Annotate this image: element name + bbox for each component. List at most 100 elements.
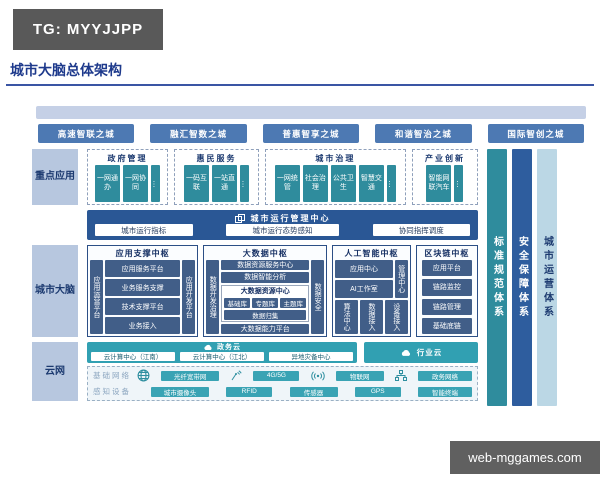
system-pillars: 标准规范体系 安全保障体系 城市运营体系: [487, 149, 557, 406]
hub-row: 业务服务支撑: [105, 279, 181, 296]
hub-cell: 设备接入: [384, 300, 408, 334]
side-label-cloud: 云网: [32, 342, 78, 401]
hub-big-data: 大数据中枢 数据开发治理 数据资源服务中心 数据智能分析 大数据资源中心: [203, 245, 328, 337]
hub-title: 人工智能中枢: [344, 249, 399, 258]
hub-title: 应用支撑中枢: [115, 249, 170, 258]
app-cell: 社会治理: [302, 165, 328, 202]
hub-row: 链路管理: [421, 298, 472, 315]
city-goal: 和谐智治之城: [375, 124, 472, 143]
smart-city-goals-row: 高速智联之城 融汇智数之城 普惠智享之城 和谐智治之城 国际智创之城: [38, 124, 585, 143]
hub-cell: 数据接入: [360, 300, 383, 334]
mgmt-item: 协同指挥调度: [372, 224, 470, 236]
site-watermark: web-mggames.com: [450, 441, 600, 474]
hub-app-support: 应用支撑中枢 应用运营平台 应用服务平台 业务服务支撑 技术支撑平台 业务接入 …: [87, 245, 199, 337]
sub-box-title: 大数据资源中心: [240, 287, 290, 295]
device-item: 城市摄像头: [151, 386, 209, 397]
group-title: 政府管理: [107, 154, 148, 163]
hub-cell: 算法中心: [335, 300, 359, 334]
group-title: 惠民服务: [196, 154, 237, 163]
data-gather-bar: 数据归集: [224, 309, 307, 320]
mgmt-center-title: 城市运行管理中心: [250, 213, 331, 223]
tree-icon: [394, 370, 407, 381]
operation-management-bar: 城市运行管理中心 城市运行指标 城市运行态势感知 协同指挥调度: [87, 210, 478, 240]
hub-title: 大数据中枢: [242, 249, 288, 258]
hub-title: 区块链中枢: [424, 249, 470, 258]
network-item: 4G/5G: [253, 370, 300, 381]
top-strip-bar: [36, 106, 586, 119]
app-cell: 公共卫生: [330, 165, 356, 202]
page-title: 城市大脑总体架构: [10, 62, 122, 78]
cloud-icon: [400, 349, 412, 357]
network-item: 政务网络: [417, 370, 472, 381]
cloud-center: 异地灾备中心: [269, 351, 354, 361]
side-label-brain: 城市大脑: [32, 245, 78, 337]
group-civic-service: 惠民服务 一码互联 一站直通 …: [174, 149, 259, 205]
app-cell: 一码互联: [183, 165, 209, 202]
hub-row: AI工作室: [335, 280, 393, 299]
network-item: 物联网: [335, 370, 384, 381]
group-title: 产业创新: [424, 154, 465, 163]
hub-side-bar: 数据开发治理: [206, 260, 220, 334]
app-cell: 智慧交通: [358, 165, 384, 202]
hub-side-bar: 管理中心: [394, 260, 408, 299]
device-item: 智能终端: [418, 386, 472, 397]
hub-row: 应用服务平台: [105, 260, 181, 277]
app-cell: 一站直通: [211, 165, 237, 202]
data-resource-center: 大数据资源中心 基础库 专题库 主题库 数据归集: [221, 284, 310, 322]
pillar-security: 安全保障体系: [512, 149, 532, 406]
device-item: GPS: [354, 386, 401, 397]
hub-row: 链路监控: [421, 279, 472, 296]
hub-row: 基础底链: [421, 317, 472, 334]
window-icon: [234, 213, 245, 223]
side-spacer: [32, 210, 78, 240]
hub-ai: 人工智能中枢 应用中心 AI工作室 管理中心: [332, 245, 411, 337]
network-sensing-box: 基础网络 光纤宽带网 4G/5G: [87, 366, 478, 401]
ellipsis-cell: …: [454, 165, 464, 202]
hub-blockchain: 区块链中枢 应用平台 链路监控 链路管理 基础底链: [415, 245, 478, 337]
app-cell: 智能网联汽车: [426, 165, 452, 202]
library-cell: 专题库: [252, 297, 279, 308]
architecture-diagram: 高速智联之城 融汇智数之城 普惠智享之城 和谐智治之城 国际智创之城 重点应用 …: [32, 106, 590, 406]
network-row-label: 基础网络: [93, 371, 131, 380]
ellipsis-cell: …: [386, 165, 396, 202]
cloud-icon: [203, 344, 213, 351]
hub-row: 大数据能力平台: [221, 323, 310, 334]
cloud-network-band: 云网 政务云 云计算中心（江南: [32, 342, 478, 401]
hub-row: 应用平台: [421, 260, 472, 277]
hub-row: 技术支撑平台: [105, 298, 181, 315]
ellipsis-cell: …: [151, 165, 160, 202]
city-brain-band: 城市大脑 应用支撑中枢 应用运营平台 应用服务平台 业务服务支撑 技术支撑平台 …: [32, 245, 478, 337]
key-applications-band: 重点应用 政府管理 一网通办 一网协同 … 惠民服务: [32, 149, 478, 205]
hub-row: 应用中心: [335, 260, 393, 279]
group-industry-innovation: 产业创新 智能网联汽车 …: [411, 149, 478, 205]
app-cell: 一网统管: [274, 165, 300, 202]
cloud-center: 云计算中心（江南）: [91, 351, 176, 361]
device-item: 传感器: [289, 386, 338, 397]
group-government: 政府管理 一网通办 一网协同 …: [87, 149, 169, 205]
city-goal: 融汇智数之城: [150, 124, 247, 143]
library-cell: 基础库: [224, 297, 251, 308]
cloud-center: 云计算中心（江北）: [180, 351, 265, 361]
hub-side-bar: 数据安全: [311, 260, 325, 334]
city-goal: 高速智联之城: [38, 124, 135, 143]
title-divider: [6, 84, 594, 86]
antenna-icon: [230, 370, 242, 381]
device-item: RFID: [226, 386, 273, 397]
broadcast-icon: [310, 370, 325, 381]
city-goal: 普惠智享之城: [262, 124, 360, 143]
hub-row: 业务接入: [105, 317, 181, 334]
globe-icon: [137, 369, 150, 382]
app-cell: 一网通办: [95, 165, 121, 202]
industry-cloud-bar: 行业云: [364, 342, 478, 363]
gov-cloud-title: 政务云: [217, 344, 242, 351]
hub-row: 数据智能分析: [221, 272, 310, 283]
tg-watermark-badge: TG: MYYJJPP: [13, 9, 163, 50]
operation-center-band: 城市运行管理中心 城市运行指标 城市运行态势感知 协同指挥调度: [32, 210, 478, 240]
app-cell: 一网协同: [123, 165, 149, 202]
devices-row-label: 感知设备: [93, 387, 131, 396]
city-goal: 国际智创之城: [487, 124, 585, 143]
mgmt-item: 城市运行态势感知: [226, 224, 339, 236]
hub-row: 数据资源服务中心: [221, 260, 310, 271]
hub-side-bar: 应用开发平台: [182, 260, 196, 334]
